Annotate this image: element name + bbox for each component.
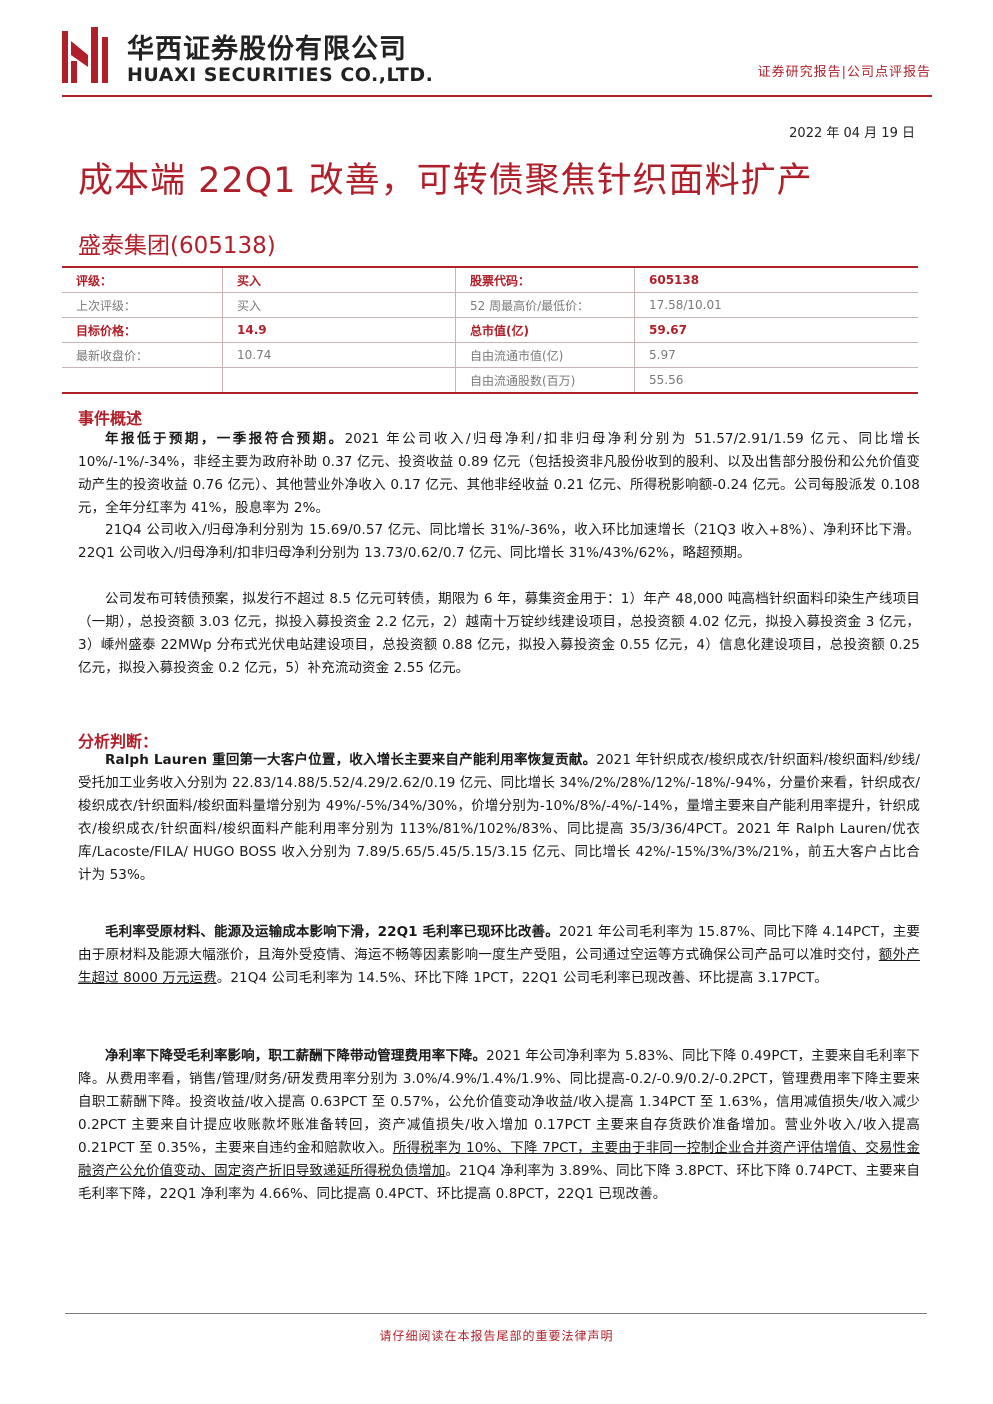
table-cell: 52 周最高价/最低价：: [455, 292, 635, 318]
stock-info-table: 评级： 买入 股票代码： 605138 上次评级： 买入 52 周最高价/最低价…: [62, 266, 918, 394]
paragraph-body: 。21Q4 公司毛利率为 14.5%、环比下降 1PCT，22Q1 公司毛利率已…: [216, 970, 828, 986]
footer-divider: [65, 1313, 927, 1314]
paragraph: 21Q4 公司收入/归母净利分别为 15.69/0.57 亿元、同比增长 31%…: [78, 519, 920, 565]
table-cell: 10.74: [222, 342, 456, 368]
company-name-cn: 华西证券股份有限公司: [127, 34, 407, 65]
paragraph-body: 21Q4 公司收入/归母净利分别为 15.69/0.57 亿元、同比增长 31%…: [78, 522, 920, 561]
table-cell: 605138: [634, 266, 918, 293]
footer-legal-note: 请仔细阅读在本报告尾部的重要法律声明: [379, 1329, 614, 1343]
paragraph-lead: 年报低于预期，一季报符合预期。: [105, 431, 345, 447]
report-title: 成本端 22Q1 改善，可转债聚焦针织面料扩产: [78, 161, 813, 201]
table-row: 自由流通股数(百万) 55.56: [62, 367, 918, 394]
stock-name: 盛泰集团(605138): [78, 233, 276, 259]
paragraph-underline: 所得税率为 10%、下降 7PCT，主要由于非同一控制企业合并资产评估增值、交易…: [78, 1140, 920, 1179]
table-cell: 14.9: [222, 317, 456, 343]
table-cell: 自由流通股数(百万): [455, 367, 635, 394]
paragraph-lead: 净利率下降受毛利率影响，职工薪酬下降带动管理费用率下降。: [105, 1048, 487, 1064]
table-cell: [222, 367, 456, 394]
paragraph-lead: Ralph Lauren 重回第一大客户位置，收入增长主要来自产能利用率恢复贡献…: [105, 752, 597, 768]
table-cell: 股票代码：: [455, 266, 635, 293]
paragraph-body: 2021 年公司净利率为 5.83%、同比下降 0.49PCT，主要来自毛利率下…: [78, 1048, 920, 1156]
huaxi-logo-icon: [62, 27, 112, 85]
table-cell: 自由流通市值(亿): [455, 342, 635, 368]
table-cell: 评级：: [62, 266, 223, 293]
table-cell: 59.67: [634, 317, 918, 343]
header-divider: [62, 95, 932, 97]
paragraph-underline: 额外产生超过 8000 万元运费: [78, 947, 920, 986]
table-cell: 目标价格：: [62, 317, 223, 343]
table-row: 上次评级： 买入 52 周最高价/最低价： 17.58/10.01: [62, 292, 918, 318]
paragraph: 毛利率受原材料、能源及运输成本影响下滑，22Q1 毛利率已现环比改善。2021 …: [78, 921, 920, 990]
table-cell: [62, 367, 223, 394]
paragraph-body: 2021 年公司收入/归母净利/扣非归母净利分别为 51.57/2.91/1.5…: [78, 431, 920, 516]
report-type: 证券研究报告|公司点评报告: [757, 65, 931, 80]
paragraph: 年报低于预期，一季报符合预期。2021 年公司收入/归母净利/扣非归母净利分别为…: [78, 428, 920, 520]
table-cell: 5.97: [634, 342, 918, 368]
paragraph-body: 2021 年针织成衣/梭织成衣/针织面料/梭织面料/纱线/受托加工业务收入分别为…: [78, 752, 920, 883]
paragraph-body: 。21Q4 净利率为 3.89%、同比下降 3.8PCT、环比下降 0.74PC…: [78, 1163, 921, 1202]
table-row: 最新收盘价： 10.74 自由流通市值(亿) 5.97: [62, 342, 918, 368]
table-cell: 上次评级：: [62, 292, 223, 318]
section-heading-analysis: 分析判断：: [78, 732, 159, 751]
table-cell: 总市值(亿): [455, 317, 635, 343]
table-cell: 55.56: [634, 367, 918, 394]
paragraph: 公司发布可转债预案，拟发行不超过 8.5 亿元可转债，期限为 6 年，募集资金用…: [78, 588, 920, 680]
section-heading-event: 事件概述: [78, 409, 143, 428]
table-cell: 买入: [222, 266, 456, 293]
table-cell: 买入: [222, 292, 456, 318]
report-date: 2022 年 04 月 19 日: [789, 126, 915, 141]
company-name-en: HUAXI SECURITIES CO.,LTD.: [127, 64, 434, 86]
paragraph: 净利率下降受毛利率影响，职工薪酬下降带动管理费用率下降。2021 年公司净利率为…: [78, 1045, 920, 1206]
table-cell: 最新收盘价：: [62, 342, 223, 368]
paragraph-lead: 毛利率受原材料、能源及运输成本影响下滑，22Q1 毛利率已现环比改善。: [105, 924, 559, 940]
paragraph-body: 公司发布可转债预案，拟发行不超过 8.5 亿元可转债，期限为 6 年，募集资金用…: [78, 591, 920, 676]
paragraph-body: 2021 年公司毛利率为 15.87%、同比下降 4.14PCT，主要由于原材料…: [78, 924, 920, 963]
table-cell: 17.58/10.01: [634, 292, 918, 318]
paragraph: Ralph Lauren 重回第一大客户位置，收入增长主要来自产能利用率恢复贡献…: [78, 749, 920, 887]
table-row: 评级： 买入 股票代码： 605138: [62, 266, 918, 293]
table-row: 目标价格： 14.9 总市值(亿) 59.67: [62, 317, 918, 343]
